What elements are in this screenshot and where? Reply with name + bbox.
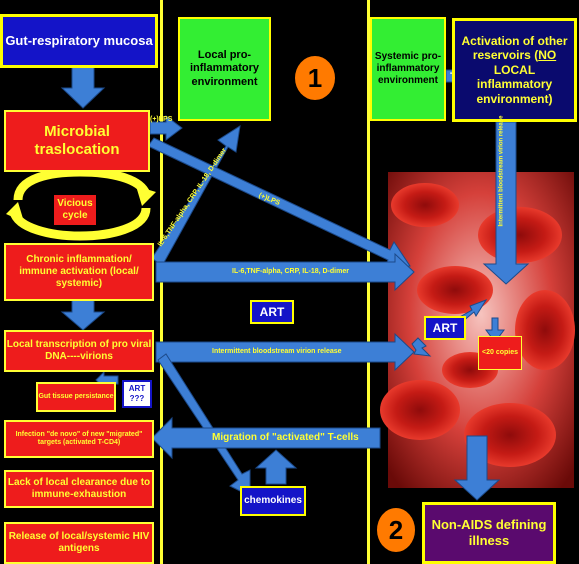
vicious-cycle-arrow-top bbox=[13, 167, 151, 201]
chemokines-box: chemokines bbox=[240, 486, 306, 516]
release-hiv-antigens-box: Release of local/systemic HIV antigens bbox=[4, 522, 154, 564]
vicious-cycle-head-top bbox=[136, 186, 156, 206]
arrow-diagonal-up bbox=[151, 124, 241, 267]
label-horizontal-markers: IL-6,TNF-alpha, CRP, IL-18, D-dimer bbox=[232, 268, 349, 275]
step-1-badge: 1 bbox=[295, 56, 335, 100]
lack-of-clearance-box: Lack of local clearance due to immune-ex… bbox=[4, 470, 154, 508]
step-2-badge: 2 bbox=[377, 508, 415, 552]
chronic-inflammation-box: Chronic inflammation/ immune activation … bbox=[4, 243, 154, 301]
copies-box: <20 copies bbox=[478, 336, 522, 370]
vicious-cycle-head-bottom bbox=[6, 202, 24, 222]
label-vertical-virion-release: Intermittent bloodstream virion release bbox=[498, 115, 505, 227]
arrow-virion-release bbox=[155, 332, 415, 372]
vicious-cycle-box: Vicious cycle bbox=[52, 193, 98, 227]
microbial-translocation-box: Microbial traslocation bbox=[4, 110, 150, 172]
arrow-diagonal-down bbox=[157, 353, 251, 497]
label-lps-short: (+)LPS bbox=[150, 116, 173, 123]
vicious-cycle-arrow-bottom bbox=[9, 207, 151, 241]
arrow-lps-long bbox=[147, 137, 411, 269]
art-right-box: ART bbox=[424, 316, 466, 340]
arrow-chronic-down bbox=[60, 299, 106, 331]
infection-de-novo-box: Infection "de novo" of new "migrated" ta… bbox=[4, 420, 154, 458]
gut-tissue-persistance-box: Gut tissue persistance bbox=[36, 382, 116, 412]
arrow-migration bbox=[151, 416, 381, 460]
arrow-mucosa-down bbox=[60, 65, 106, 109]
systemic-pro-inflammatory-box: Systemic pro-inflammatory environment bbox=[370, 17, 446, 121]
local-transcription-box: Local transcription of pro viral DNA----… bbox=[4, 330, 154, 372]
activation-other-reservoirs-box: Activation of other reservoirs (NO LOCAL… bbox=[452, 18, 577, 122]
arrow-chemokines-up bbox=[254, 449, 298, 485]
non-aids-illness-box: Non-AIDS defining illness bbox=[422, 502, 556, 564]
arrow-reservoirs-down bbox=[482, 121, 530, 285]
label-virion-release: Intermittent bloodstream virion release bbox=[212, 348, 342, 355]
local-pro-inflammatory-box: Local pro-inflammatory environment bbox=[178, 17, 271, 121]
arrow-to-non-aids bbox=[453, 435, 501, 501]
art-center-box: ART bbox=[250, 300, 294, 324]
arrow-art-left bbox=[411, 337, 432, 357]
gut-respiratory-mucosa-box: Gut-respiratory mucosa bbox=[0, 14, 158, 68]
arrow-markers-horizontal bbox=[155, 252, 415, 292]
arrow-lps-short bbox=[149, 115, 183, 141]
label-migration: Migration of "activated" T-cells bbox=[212, 432, 359, 443]
art-question-box: ART ??? bbox=[122, 380, 152, 408]
